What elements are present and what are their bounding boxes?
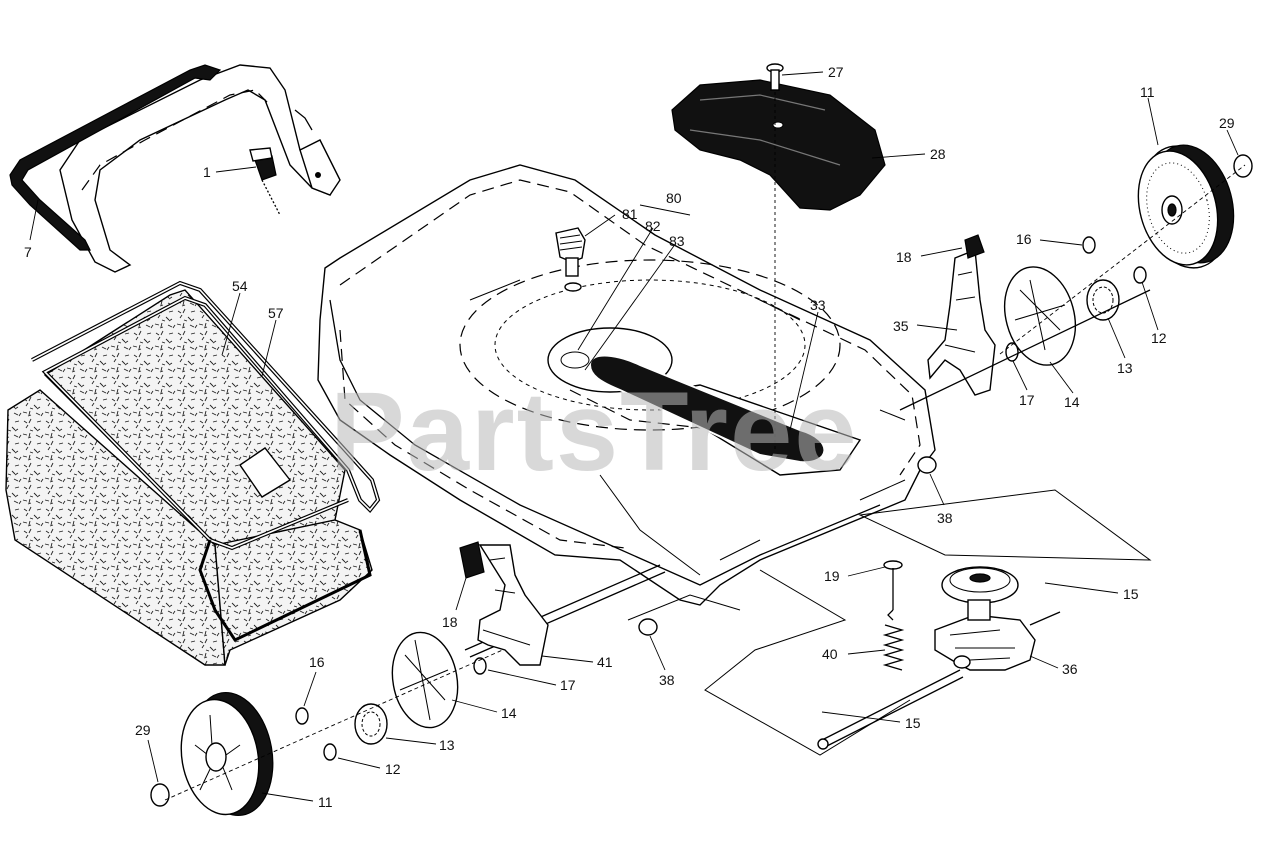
nut-29-rear <box>1233 154 1253 178</box>
callout-33: 33 <box>810 297 826 313</box>
callout-14-rear: 14 <box>1064 394 1080 410</box>
engine-cover-28 <box>671 79 886 211</box>
transmission-36 <box>934 566 1061 671</box>
callout-80: 80 <box>666 190 682 206</box>
gear-13-rear <box>1086 279 1120 321</box>
spring-40 <box>882 624 905 671</box>
callout-13-rear: 13 <box>1117 360 1133 376</box>
hubcap-14-front <box>391 631 459 729</box>
callout-18-rear: 18 <box>896 249 912 265</box>
callout-15-top: 15 <box>1123 586 1139 602</box>
callout-28: 28 <box>930 146 946 162</box>
wheel-11-front <box>180 691 274 817</box>
washer-12-front <box>323 743 337 761</box>
callout-54: 54 <box>232 278 248 294</box>
callout-35: 35 <box>893 318 909 334</box>
callout-38-right: 38 <box>937 510 953 526</box>
callout-labels: 1 7 27 28 80 81 82 83 11 29 16 18 12 35 … <box>24 64 1235 810</box>
drive-shaft-15 <box>817 669 964 750</box>
callout-1: 1 <box>203 164 211 180</box>
callout-19: 19 <box>824 568 840 584</box>
partstree-watermark: PartsTree <box>330 369 859 494</box>
callout-16-front: 16 <box>309 654 325 670</box>
callout-17-rear: 17 <box>1019 392 1035 408</box>
callout-12-rear: 12 <box>1151 330 1167 346</box>
callout-27: 27 <box>828 64 844 80</box>
callout-7: 7 <box>24 244 32 260</box>
hubcap-14-rear <box>1004 266 1076 366</box>
washer-16-rear <box>1082 236 1096 254</box>
callout-57: 57 <box>268 305 284 321</box>
washer-16-front <box>295 707 309 725</box>
belt-33 <box>588 354 862 476</box>
nut-29-front <box>150 783 170 807</box>
callout-11-front: 11 <box>318 794 333 810</box>
callout-40: 40 <box>822 646 838 662</box>
knob-1 <box>249 147 281 216</box>
bag-frame-54 <box>31 280 381 642</box>
callout-83: 83 <box>669 233 685 249</box>
washer-38-bottom <box>638 618 658 636</box>
callout-29-front: 29 <box>135 722 151 738</box>
callout-18-front: 18 <box>442 614 458 630</box>
gear-13-front <box>354 703 388 745</box>
callout-12-front: 12 <box>385 761 401 777</box>
callout-38-bottom: 38 <box>659 672 675 688</box>
callout-15-bottom: 15 <box>905 715 921 731</box>
callout-14-front: 14 <box>501 705 517 721</box>
callout-36: 36 <box>1062 661 1078 677</box>
callout-29-rear: 29 <box>1219 115 1235 131</box>
grass-bag-57 <box>5 289 373 666</box>
callout-16-rear: 16 <box>1016 231 1032 247</box>
callout-17-front: 17 <box>560 677 576 693</box>
callout-81: 81 <box>622 206 638 222</box>
handle-assembly <box>9 64 341 273</box>
callout-13-front: 13 <box>439 737 455 753</box>
washer-38-right <box>917 456 937 474</box>
callout-82: 82 <box>645 218 661 234</box>
bolt-81 <box>555 227 586 292</box>
height-adjuster-41 <box>459 541 549 666</box>
pin-19 <box>883 560 903 621</box>
washer-17-front <box>473 657 487 675</box>
bolt-27 <box>766 63 784 450</box>
washer-12-rear <box>1133 266 1147 284</box>
height-adjuster-35 <box>927 234 996 396</box>
wheel-11-rear <box>1137 144 1235 269</box>
callout-11-rear: 11 <box>1140 84 1155 100</box>
callout-41: 41 <box>597 654 613 670</box>
leader-lines <box>29 71 1239 802</box>
washer-17-rear <box>1005 342 1019 362</box>
